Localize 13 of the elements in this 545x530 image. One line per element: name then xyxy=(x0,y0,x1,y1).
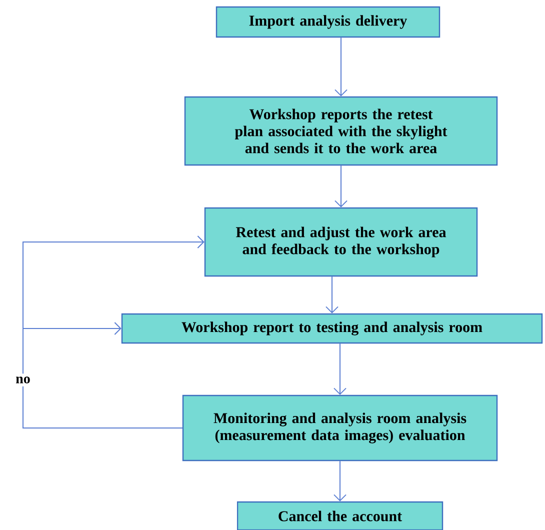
process-box: Monitoring and analysis room analysis (measurement data images) evaluation xyxy=(182,394,498,462)
arrow xyxy=(334,165,348,208)
arrow xyxy=(334,37,348,96)
arrow xyxy=(326,276,338,314)
arrow xyxy=(22,322,183,428)
process-box: Workshop reports the retest plan associated with the skylight and sends it to the work area xyxy=(184,96,498,166)
edge-label: no xyxy=(12,374,34,386)
process-box: Import analysis delivery xyxy=(216,6,440,38)
process-box: Workshop report to testing and analysis room xyxy=(121,313,543,344)
arrow xyxy=(334,343,346,395)
arrow xyxy=(334,460,346,502)
process-box: Cancel the account xyxy=(236,501,444,530)
process-box: Retest and adjust the work area and feedback to the workshop xyxy=(204,207,478,277)
